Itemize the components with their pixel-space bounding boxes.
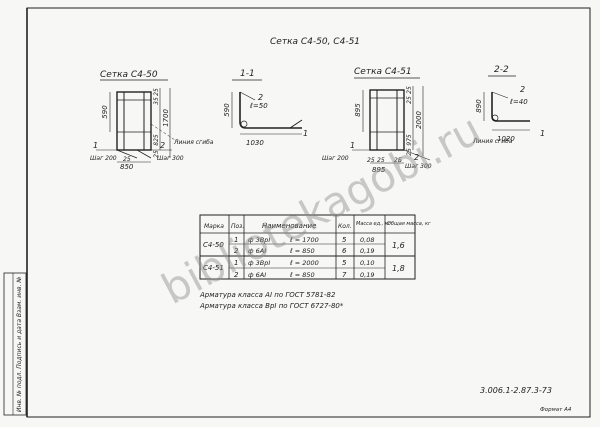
table-row-3-mass: 0,10 [360, 259, 374, 267]
sheet-code: 3.006.1-2.87.3-73 [480, 386, 552, 395]
sec22-mark-1: 1 [540, 129, 545, 138]
c451-dim-bottom-b: 25 [377, 157, 385, 164]
table-row-1-qty: 5 [342, 236, 347, 244]
table-row-2-pos: 2 [234, 247, 239, 255]
side-stamp-text: Инв. № подл. Подпись и дата Взам. инв. № [16, 276, 23, 412]
table-header-mark: Марка [204, 223, 224, 230]
view-section-1-1: 1-1 590 2 ℓ=50 1030 1 [223, 69, 308, 147]
table-row-1-mass: 0,08 [360, 236, 374, 244]
c451-step-left: Шаг 200 [322, 155, 349, 162]
view-c4-50: Сетка С4-50 590 25 35 1700 825 25 1 2 Ша… [90, 70, 214, 171]
c451-dim-895b: 895 [372, 166, 386, 174]
c451-title: Сетка С4-51 [354, 67, 412, 77]
c451-mark-1: 1 [350, 141, 355, 150]
c450-dim-25c: 25 [123, 156, 131, 163]
table-row-1-name: ф 3ВрI [248, 236, 270, 244]
sec11-mark-2: 2 [258, 93, 263, 102]
table-header-pos: Поз. [231, 223, 244, 230]
c451-step-right: Шаг 300 [405, 163, 432, 170]
table-row-4-mass: 0,19 [360, 271, 374, 279]
table-row-1-mark: С4-50 [203, 241, 224, 249]
c450-step-right: Шаг 300 [157, 155, 184, 162]
table-row-4-length: ℓ = 850 [290, 271, 315, 279]
view-section-2-2: 2-2 890 2 ℓ=40 1020 1 Линия сгиба [472, 65, 545, 145]
c450-dim-825: 825 [153, 134, 160, 146]
c450-bend-note: Линия сгиба [173, 139, 214, 146]
table-row-2-length: ℓ = 850 [290, 247, 315, 255]
table-total-c4-51: 1,8 [392, 264, 405, 273]
table-row-3-qty: 5 [342, 259, 347, 267]
c450-mark-2: 2 [160, 141, 165, 150]
table-header-total-mass: Общая масса, кг [387, 221, 431, 227]
c450-dim-35: 35 [153, 97, 160, 105]
c450-mark-1: 1 [93, 141, 98, 150]
table-row-4-pos: 2 [234, 271, 239, 279]
sec11-dim-590: 590 [223, 103, 231, 117]
sec11-dim-1030: 1030 [246, 139, 264, 147]
sec22-dim-1020: 1020 [497, 135, 515, 143]
c451-mark-2: 2 [414, 153, 419, 162]
sheet-title: Сетка С4-50, С4-51 [270, 37, 360, 47]
table-header-name: Наименование [262, 222, 316, 230]
table-total-c4-50: 1,6 [392, 241, 405, 250]
table-row-4-qty: 7 [342, 271, 347, 279]
table-row-1-pos: 1 [234, 236, 238, 244]
sec11-mark-1: 1 [303, 129, 308, 138]
sec11-title: 1-1 [240, 69, 255, 79]
sec22-dim-890: 890 [475, 99, 483, 113]
c450-dim-1700: 1700 [162, 109, 170, 127]
table-header-qty: Кол. [338, 223, 352, 230]
table-header-unit-mass: Масса ед., кг [356, 221, 391, 227]
table-row-3-length: ℓ = 2000 [290, 259, 319, 267]
side-stamp: Инв. № подл. Подпись и дата Взам. инв. № [3, 272, 27, 416]
c450-dim-25a: 25 [153, 88, 160, 96]
sec22-bend-note: Линия сгиба [472, 138, 513, 145]
c451-dim-25a: 25 [406, 86, 413, 94]
c451-dim-bottom-a: 25 [367, 157, 375, 164]
format-label: Формат А4 [540, 407, 572, 413]
note-class-vr1: Арматура класса ВрI по ГОСТ 6727-80* [199, 302, 344, 310]
table-row-3-pos: 1 [234, 259, 238, 267]
c451-dim-bottom-c: 2Б [394, 157, 402, 164]
table-row-3-name: ф 3ВрI [248, 259, 270, 267]
c451-dim-25b: 25 [406, 96, 413, 104]
table-row-2-qty: 6 [342, 247, 347, 255]
note-class-a1: Арматура класса АI по ГОСТ 5781-82 [199, 291, 336, 299]
c451-dim-975: 975 [406, 134, 413, 146]
watermark-text: bibliotekagobi.ru [154, 105, 489, 314]
table-row-4-name: ф 6AI [248, 271, 266, 279]
sec22-mark-2: 2 [520, 85, 525, 94]
table-row-1-length: ℓ = 1700 [290, 236, 319, 244]
c450-step-left: Шаг 200 [90, 155, 117, 162]
specification-table: Марка Поз. Наименование Кол. Масса ед., … [199, 214, 431, 280]
sec22-l-note: ℓ=40 [509, 98, 528, 106]
sec11-l-note: ℓ=50 [249, 102, 268, 110]
table-row-2-mass: 0,19 [360, 247, 374, 255]
table-row-2-name: ф 6AI [248, 247, 266, 255]
c451-dim-895: 895 [354, 103, 362, 117]
table-row-3-mark: С4-51 [203, 264, 224, 272]
c450-title: Сетка С4-50 [100, 70, 158, 80]
c450-dim-850: 850 [120, 163, 134, 171]
c450-dim-590: 590 [101, 105, 109, 119]
c450-dim-25b: 25 [153, 150, 160, 158]
sec22-title: 2-2 [494, 65, 509, 75]
c451-dim-2000: 2000 [415, 111, 423, 129]
view-c4-51: Сетка С4-51 895 25 25 2000 975 25 1 2 Ша… [322, 67, 432, 174]
